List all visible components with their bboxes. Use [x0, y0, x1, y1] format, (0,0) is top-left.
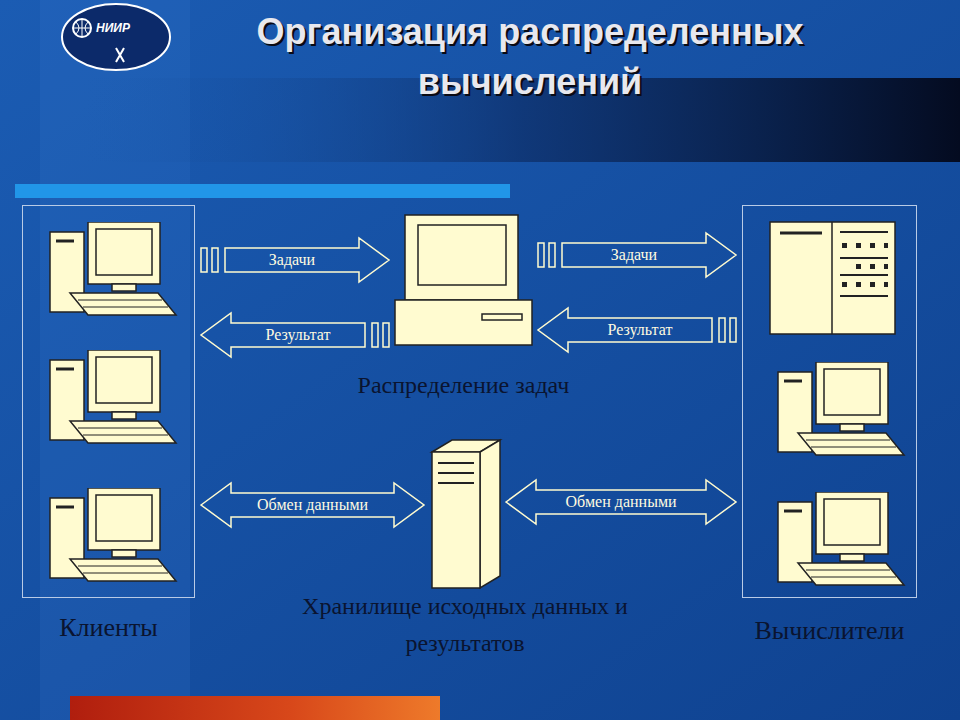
- arrow-label: Обмен данными: [257, 496, 368, 514]
- screen: [418, 225, 506, 285]
- dispatcher-computer: [395, 215, 532, 345]
- system-unit: [395, 300, 532, 345]
- block-arrow: [201, 483, 424, 527]
- block-arrow: [538, 308, 736, 352]
- logo-globe: [73, 19, 91, 37]
- storage-tower: [432, 440, 500, 588]
- node-caption: Вычислители: [754, 614, 904, 648]
- logo-oval: [62, 4, 170, 70]
- accent-bar: [70, 696, 440, 720]
- slide-title: Организация распределенных вычислений: [190, 7, 870, 107]
- computer-icon: [778, 362, 904, 455]
- node-caption: Хранилище исходных данных и результатов: [256, 588, 674, 662]
- tower-side: [480, 440, 500, 588]
- calculator-machines: [770, 222, 904, 585]
- block-arrow: [201, 313, 389, 357]
- arrow-label: Результат: [608, 321, 673, 339]
- server-cabinet: [770, 222, 895, 334]
- storage-node: Хранилище исходных данных и результатов: [430, 440, 500, 588]
- logo-mark: [116, 48, 124, 62]
- logo-text: НИИР: [96, 21, 130, 35]
- block-arrow: [201, 238, 389, 282]
- arrow-label: Задачи: [269, 251, 315, 269]
- clients-panel: Клиенты: [22, 205, 195, 598]
- node-caption: Клиенты: [59, 611, 158, 645]
- block-arrow: [538, 233, 736, 277]
- calculators-panel: Вычислители: [742, 205, 917, 598]
- node-caption: Распределение задач: [358, 370, 570, 400]
- monitor: [405, 215, 518, 300]
- server-cabinet: [831, 222, 833, 334]
- server-cabinet: [840, 232, 888, 296]
- logo-globe: [73, 19, 91, 37]
- server-cabinet: [780, 232, 822, 235]
- logo: [62, 4, 170, 70]
- block-arrow: [506, 480, 736, 524]
- arrow-label: Обмен данными: [565, 493, 676, 511]
- drive-slot: [482, 314, 522, 320]
- client-computers: [50, 222, 176, 581]
- computer-icon: [50, 222, 176, 315]
- accent-bar: [15, 184, 510, 198]
- tower-slots: [438, 463, 474, 483]
- server-cabinet: [842, 243, 888, 287]
- tower-front: [432, 452, 480, 588]
- arrow-label: Задачи: [611, 246, 657, 264]
- arrow-label: Результат: [266, 326, 331, 344]
- computer-icon: [50, 488, 176, 581]
- dispatcher-node: Распределение задач: [395, 215, 532, 345]
- computer-icon: [778, 492, 904, 585]
- computer-icon: [50, 350, 176, 443]
